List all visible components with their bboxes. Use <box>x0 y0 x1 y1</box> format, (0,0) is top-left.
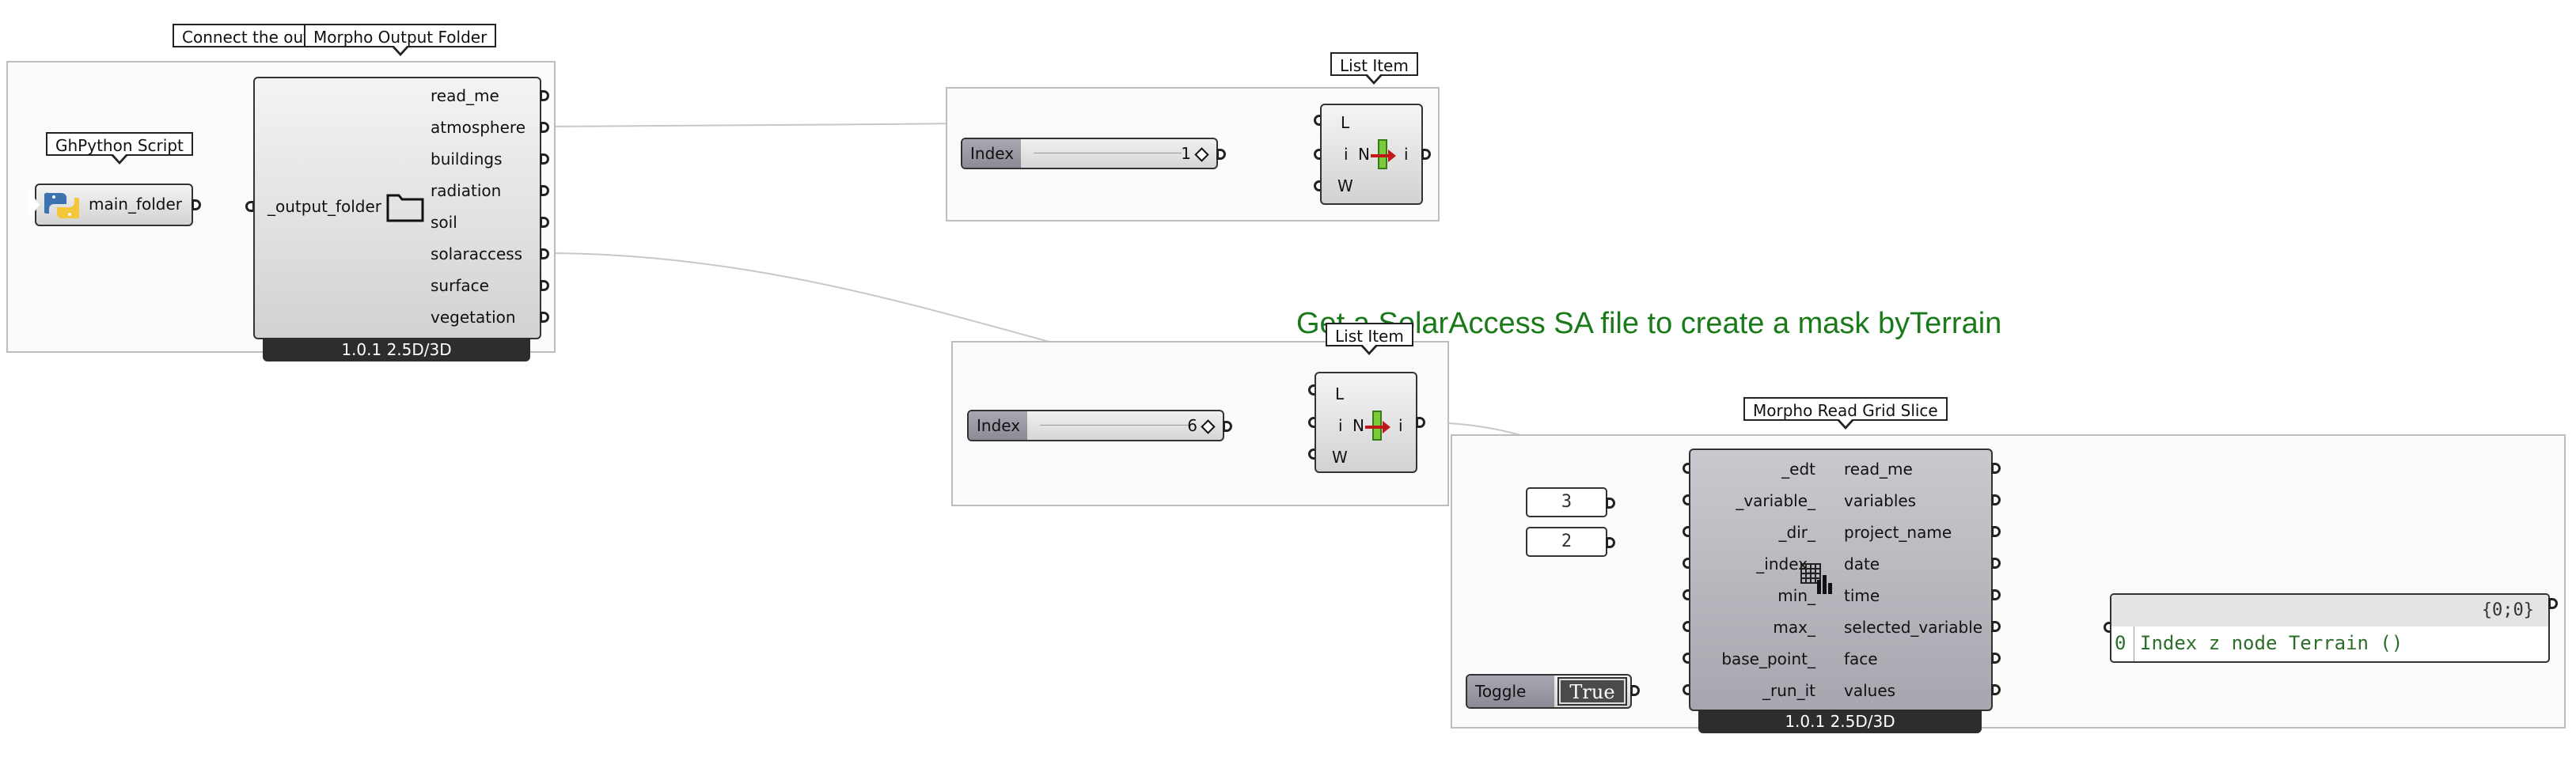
output-panel-index: 0 <box>2115 632 2126 654</box>
output-panel-output-grip[interactable] <box>2548 598 2558 609</box>
output-surface: surface <box>431 276 489 295</box>
list-item-2-input-w: W <box>1332 448 1348 467</box>
slider-2-value: 6 <box>1187 416 1197 435</box>
grid-slice-icon <box>1798 561 1834 596</box>
grid-output-face: face <box>1844 649 1878 668</box>
folder-icon <box>386 189 424 222</box>
list-item-2-output-i: i <box>1398 416 1403 435</box>
grid-input-edt: _edt <box>1781 460 1815 479</box>
grip-atmosphere[interactable] <box>540 122 549 133</box>
list-item-1-input-w: W <box>1337 176 1353 195</box>
number-panel-2[interactable]: 2 <box>1526 527 1607 557</box>
grid-slice-out-grip-variables[interactable] <box>1991 494 2001 505</box>
python-icon <box>42 188 82 223</box>
output-panel-text: Index z node Terrain () <box>2140 632 2403 654</box>
grid-slice-out-grip-time[interactable] <box>1991 589 2001 600</box>
grip-vegetation[interactable] <box>540 312 549 323</box>
grip-soil[interactable] <box>540 217 549 228</box>
grid-output-time: time <box>1844 586 1880 605</box>
tooltip-morpho-output-folder: Morpho Output Folder <box>304 24 497 56</box>
grid-slice-out-grip-selected-variable[interactable] <box>1991 621 2001 632</box>
output-radiation: radiation <box>431 181 502 200</box>
list-item-1-output-grip[interactable] <box>1421 149 1431 160</box>
grid-output-date: date <box>1844 555 1880 573</box>
output-atmosphere: atmosphere <box>431 118 525 137</box>
grid-input-dir: _dir_ <box>1778 523 1815 542</box>
toggle-value[interactable]: True <box>1557 677 1627 706</box>
output-panel[interactable]: {0;0} 0 Index z node Terrain () <box>2110 593 2550 663</box>
list-item-icon <box>1362 408 1394 443</box>
slider-2-grip-icon[interactable] <box>1201 419 1216 434</box>
tooltip-connect: Connect the out <box>173 24 307 47</box>
slider-2-name: Index <box>969 411 1027 440</box>
canvas-title: Get a SolarAccess SA file to create a ma… <box>1296 307 2002 340</box>
grid-slice-out-grip-face[interactable] <box>1991 653 2001 664</box>
grid-input-run-it: _run_it <box>1762 681 1815 700</box>
output-panel-path: {0;0} <box>2111 595 2548 626</box>
grid-input-max: max_ <box>1773 618 1815 637</box>
tooltip-list-item-1: List Item <box>1330 52 1418 85</box>
index-slider-1[interactable]: Index 1 <box>961 138 1218 169</box>
slider-2-track[interactable] <box>1040 425 1188 426</box>
tooltip-ghpython-script: GhPython Script <box>46 132 193 165</box>
grid-slice-version: 1.0.1 2.5D/3D <box>1698 710 1982 733</box>
slider-1-value: 1 <box>1181 144 1191 163</box>
grip-solaraccess[interactable] <box>540 248 549 259</box>
grid-input-min: min_ <box>1777 586 1815 605</box>
morpho-read-grid-slice-component[interactable]: _edt _variable_ _dir_ _index_ min_ max_ … <box>1689 449 1993 711</box>
tooltip-morpho-read-grid-slice: Morpho Read Grid Slice <box>1743 397 1948 430</box>
list-item-2-input-l: L <box>1335 384 1345 403</box>
list-item-1-output-i: i <box>1404 145 1409 164</box>
list-item-1-center: N <box>1358 145 1370 164</box>
list-item-2-output-grip[interactable] <box>1416 417 1425 428</box>
output-solaraccess: solaraccess <box>431 244 523 263</box>
grid-input-base-point: base_point_ <box>1721 649 1815 668</box>
python-input-notch <box>28 190 40 220</box>
python-output-grip[interactable] <box>192 199 201 210</box>
number-panel-2-grip[interactable] <box>1606 537 1615 548</box>
grid-output-selected-variable: selected_variable <box>1844 618 1983 637</box>
tooltip-list-item-2: List Item <box>1326 323 1413 355</box>
output-read-me: read_me <box>431 86 499 105</box>
grip-surface[interactable] <box>540 280 549 291</box>
toggle-output-grip[interactable] <box>1630 685 1640 696</box>
grid-input-variable: _variable_ <box>1736 491 1815 510</box>
number-panel-3-grip[interactable] <box>1606 498 1615 509</box>
toggle-name: Toggle <box>1467 676 1554 707</box>
list-item-2-input-i: i <box>1338 416 1343 435</box>
boolean-toggle[interactable]: Toggle True <box>1466 674 1632 709</box>
list-item-icon <box>1368 137 1399 172</box>
list-item-2-center: N <box>1352 416 1364 435</box>
morpho-output-folder-component[interactable]: _output_folder read_me atmosphere buildi… <box>253 77 541 339</box>
output-soil: soil <box>431 213 457 232</box>
list-item-1-input-l: L <box>1341 113 1350 132</box>
grid-output-read-me: read_me <box>1844 460 1913 479</box>
python-output-label: main_folder <box>89 195 183 214</box>
output-buildings: buildings <box>431 150 503 168</box>
list-item-component-1[interactable]: L i W N i <box>1320 104 1423 205</box>
grip-read-me[interactable] <box>540 90 549 101</box>
number-panel-3[interactable]: 3 <box>1526 487 1607 517</box>
grip-radiation[interactable] <box>540 185 549 196</box>
grid-slice-out-grip-values[interactable] <box>1991 684 2001 695</box>
grid-output-project-name: project_name <box>1844 523 1952 542</box>
grid-slice-out-grip-date[interactable] <box>1991 558 2001 569</box>
group-grid-slice <box>1451 434 2566 729</box>
grid-output-values: values <box>1844 681 1896 700</box>
ghpython-component[interactable]: main_folder <box>35 184 193 226</box>
output-folder-version: 1.0.1 2.5D/3D <box>263 338 530 361</box>
output-vegetation: vegetation <box>431 308 516 327</box>
grip-buildings[interactable] <box>540 153 549 165</box>
grid-slice-out-grip-read-me[interactable] <box>1991 463 2001 474</box>
grid-slice-out-grip-project-name[interactable] <box>1991 526 2001 537</box>
output-folder-input-label: _output_folder <box>267 197 382 216</box>
grid-output-variables: variables <box>1844 491 1917 510</box>
slider-1-output-grip[interactable] <box>1216 149 1226 160</box>
slider-1-name: Index <box>962 139 1021 168</box>
index-slider-2[interactable]: Index 6 <box>967 410 1224 441</box>
list-item-component-2[interactable]: L i W N i <box>1315 372 1417 473</box>
slider-2-output-grip[interactable] <box>1223 421 1232 432</box>
list-item-1-input-i: i <box>1344 145 1349 164</box>
slider-1-grip-icon[interactable] <box>1194 147 1209 162</box>
